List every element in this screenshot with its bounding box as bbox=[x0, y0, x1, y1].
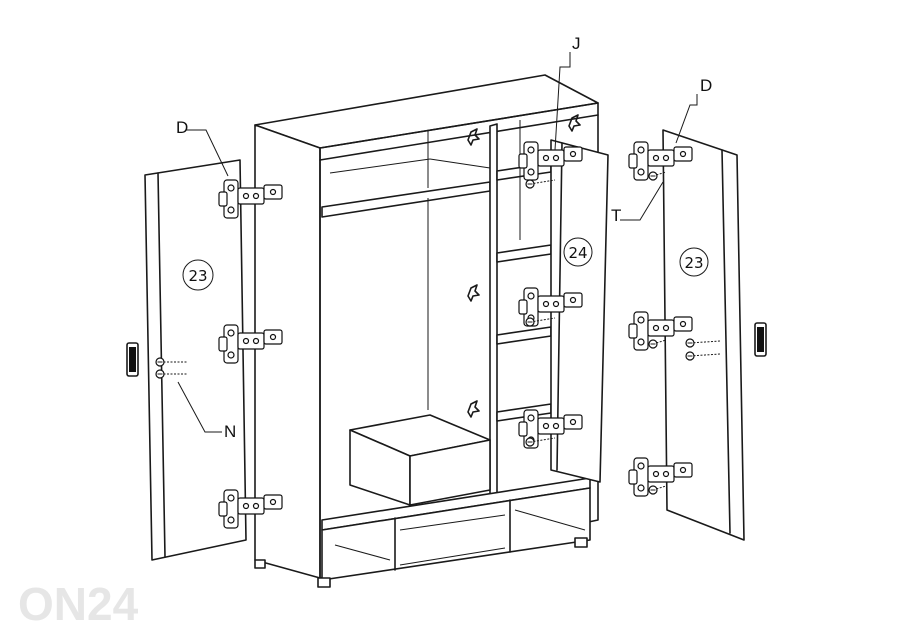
right-door bbox=[662, 129, 767, 541]
screw-group bbox=[155, 171, 721, 495]
part-number-23-left: 23 bbox=[182, 259, 214, 291]
screw bbox=[155, 369, 188, 379]
part-number-right: 23 bbox=[684, 254, 703, 272]
label-d-right: D bbox=[700, 76, 712, 95]
screw bbox=[648, 171, 667, 181]
label-t: T bbox=[611, 206, 621, 225]
hinge bbox=[628, 457, 693, 497]
hinge bbox=[628, 141, 693, 181]
leader-lines bbox=[177, 52, 698, 433]
hinge bbox=[518, 287, 583, 327]
hinge-group bbox=[218, 141, 693, 529]
screw bbox=[525, 437, 556, 447]
hinge bbox=[518, 409, 583, 449]
hinge bbox=[218, 179, 283, 219]
hinge bbox=[218, 489, 283, 529]
screw bbox=[685, 351, 721, 361]
screw bbox=[648, 485, 667, 495]
hinge bbox=[218, 324, 283, 364]
label-j: J bbox=[572, 34, 581, 53]
part-number-24-center: 24 bbox=[563, 237, 593, 267]
label-n: N bbox=[224, 422, 236, 441]
watermark: ON24 bbox=[18, 578, 139, 630]
screw bbox=[525, 179, 556, 189]
hinge bbox=[518, 141, 583, 181]
part-number-23-right: 23 bbox=[679, 247, 709, 277]
screw bbox=[685, 338, 721, 348]
part-number-left: 23 bbox=[188, 267, 207, 285]
part-number-center: 24 bbox=[568, 244, 587, 262]
screw bbox=[525, 317, 556, 327]
callout-labels: D J D T N bbox=[176, 34, 712, 441]
screw bbox=[155, 357, 188, 367]
screw bbox=[648, 339, 667, 349]
hinge bbox=[628, 311, 693, 351]
label-d-left: D bbox=[176, 118, 188, 137]
